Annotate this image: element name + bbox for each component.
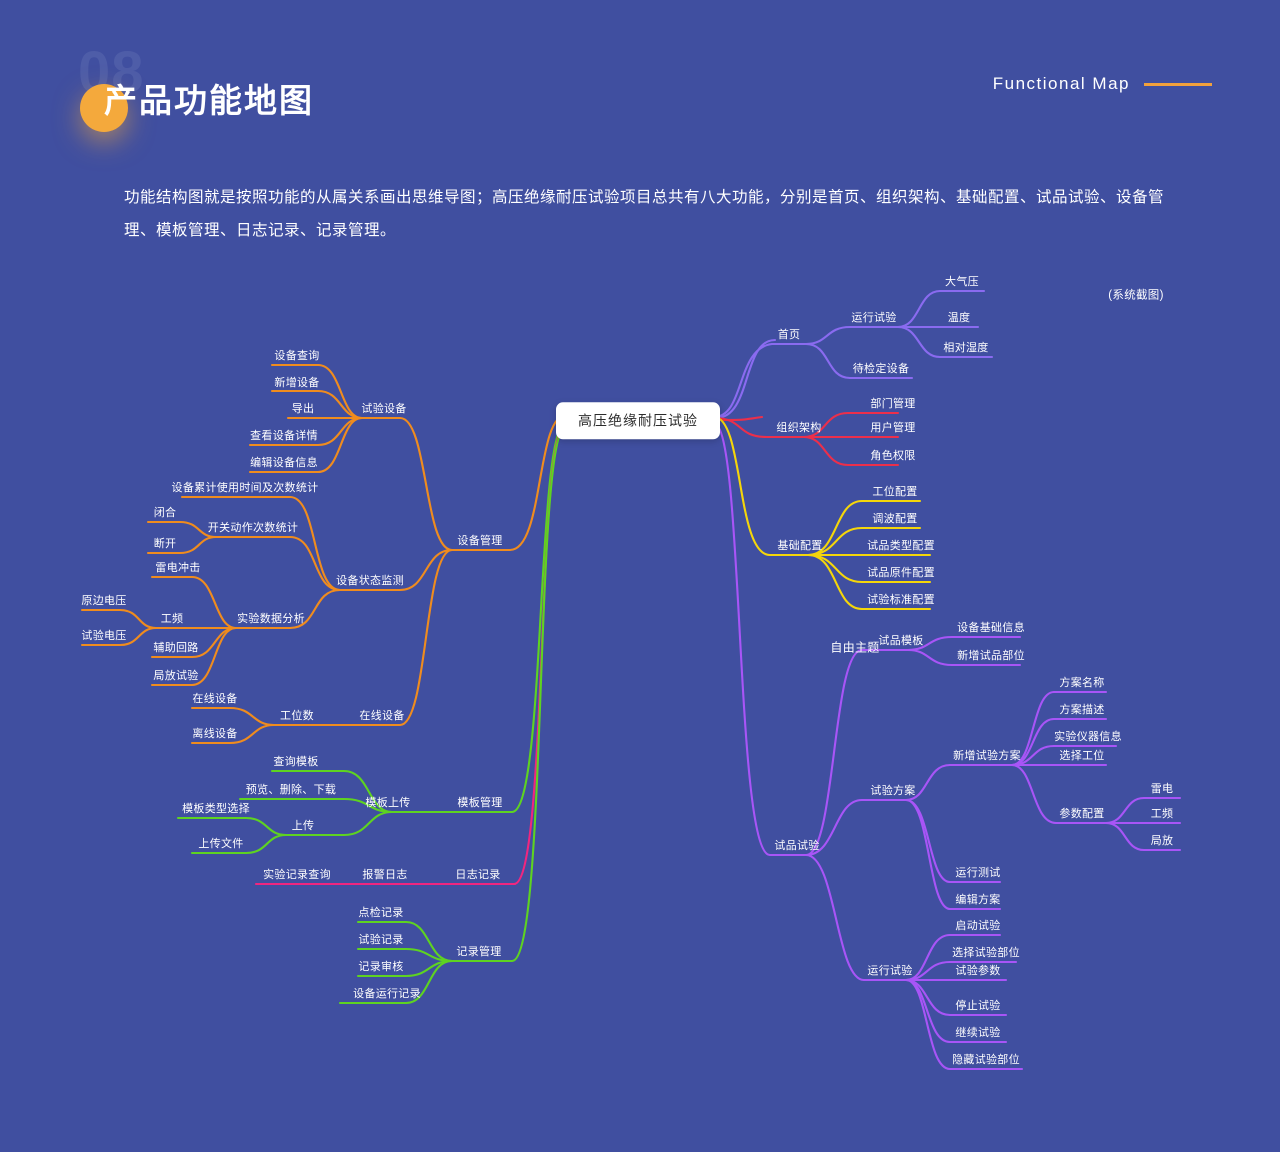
node-device-status-monitor[interactable]: 设备状态监测 — [336, 574, 404, 587]
node-home-humidity[interactable]: 相对湿度 — [943, 341, 989, 354]
node-plan-edit[interactable]: 编辑方案 — [955, 893, 1001, 906]
node-add-test-plan[interactable]: 新增试验方案 — [953, 749, 1021, 762]
node-plan-select-station[interactable]: 选择工位 — [1059, 749, 1105, 762]
node-device-add[interactable]: 新增设备 — [274, 376, 320, 389]
node-run-select-part[interactable]: 选择试验部位 — [952, 946, 1020, 959]
node-org-role[interactable]: 角色权限 — [870, 449, 916, 462]
node-add-sample-part[interactable]: 新增试品部位 — [957, 649, 1025, 662]
node-online-device[interactable]: 在线设备 — [192, 692, 238, 705]
node-record-audit[interactable]: 记录审核 — [358, 960, 404, 973]
node-device-query[interactable]: 设备查询 — [274, 349, 320, 362]
node-template-query[interactable]: 查询模板 — [273, 755, 319, 768]
node-config-test-standard[interactable]: 试验标准配置 — [867, 593, 935, 606]
node-offline-device[interactable]: 离线设备 — [192, 727, 238, 740]
mindmap-canvas: (系统截图) 自由主题 高压绝缘耐压试验 首页 运行试验 大气压 温度 相对湿度… — [0, 265, 1280, 1125]
node-inspection-record[interactable]: 点检记录 — [358, 906, 404, 919]
node-experiment-data-analysis[interactable]: 实验数据分析 — [237, 612, 305, 625]
node-home-atmosphere[interactable]: 大气压 — [945, 275, 979, 288]
node-home-temperature[interactable]: 温度 — [947, 311, 971, 324]
node-record-management[interactable]: 记录管理 — [456, 945, 502, 958]
node-device-usage-stats[interactable]: 设备累计使用时间及次数统计 — [171, 481, 319, 494]
node-org-department[interactable]: 部门管理 — [870, 397, 916, 410]
node-basic-config[interactable]: 基础配置 — [777, 539, 823, 552]
node-switch-action-stats[interactable]: 开关动作次数统计 — [207, 521, 299, 534]
node-template-upload[interactable]: 模板上传 — [365, 796, 411, 809]
node-sample-template[interactable]: 试品模板 — [878, 634, 924, 647]
node-upload-file[interactable]: 上传文件 — [198, 837, 244, 850]
node-product-test[interactable]: 试品试验 — [774, 839, 820, 852]
node-param-lightning[interactable]: 雷电 — [1150, 782, 1174, 795]
node-test-plan[interactable]: 试验方案 — [870, 784, 916, 797]
node-switch-open[interactable]: 断开 — [153, 537, 177, 550]
node-config-sample-type[interactable]: 试品类型配置 — [867, 539, 935, 552]
node-online-device-summary[interactable]: 在线设备 — [359, 709, 405, 722]
node-partial-discharge-test[interactable]: 局放试验 — [153, 669, 199, 682]
system-screenshot-note: (系统截图) — [1108, 289, 1164, 302]
node-home[interactable]: 首页 — [777, 328, 801, 341]
node-device-detail[interactable]: 查看设备详情 — [250, 429, 318, 442]
node-primary-voltage[interactable]: 原边电压 — [81, 594, 127, 607]
node-device-export[interactable]: 导出 — [291, 402, 315, 415]
node-run-parameters[interactable]: 试验参数 — [955, 964, 1001, 977]
node-analysis-power-frequency[interactable]: 工频 — [160, 612, 184, 625]
node-config-station[interactable]: 工位配置 — [872, 485, 918, 498]
free-topic-label: 自由主题 — [830, 640, 880, 655]
node-test-voltage[interactable]: 试验电压 — [81, 629, 127, 642]
node-org-user[interactable]: 用户管理 — [870, 421, 916, 434]
node-run-continue[interactable]: 继续试验 — [955, 1026, 1001, 1039]
node-run-stop[interactable]: 停止试验 — [955, 999, 1001, 1012]
node-template-management[interactable]: 模板管理 — [457, 796, 503, 809]
description-paragraph: 功能结构图就是按照功能的从属关系画出思维导图；高压绝缘耐压试验项目总共有八大功能… — [124, 189, 1165, 239]
mindmap-center-node[interactable]: 高压绝缘耐压试验 — [556, 402, 720, 440]
node-config-sample-part[interactable]: 试品原件配置 — [867, 566, 935, 579]
node-device-base-info[interactable]: 设备基础信息 — [957, 621, 1025, 634]
node-test-equipment[interactable]: 试验设备 — [361, 402, 407, 415]
node-switch-close[interactable]: 闭合 — [153, 506, 177, 519]
node-param-power-frequency[interactable]: 工频 — [1150, 807, 1174, 820]
mindmap-connectors — [80, 289, 1182, 1071]
node-home-run-test[interactable]: 运行试验 — [851, 311, 897, 324]
node-plan-description[interactable]: 方案描述 — [1059, 703, 1105, 716]
header-subtitle: Functional Map — [992, 74, 1130, 93]
node-analysis-lightning-impulse[interactable]: 雷电冲击 — [155, 561, 201, 574]
node-device-edit[interactable]: 编辑设备信息 — [250, 456, 318, 469]
node-config-wave[interactable]: 调波配置 — [872, 512, 918, 525]
node-param-partial-discharge[interactable]: 局放 — [1150, 834, 1174, 847]
node-experiment-record-query[interactable]: 实验记录查询 — [263, 868, 331, 881]
node-plan-parameter-config[interactable]: 参数配置 — [1059, 807, 1105, 820]
page-title: 产品功能地图 — [104, 82, 314, 119]
node-plan-name[interactable]: 方案名称 — [1059, 676, 1105, 689]
node-run-test[interactable]: 运行试验 — [867, 964, 913, 977]
node-station-count[interactable]: 工位数 — [280, 709, 314, 722]
node-template-type-select[interactable]: 模板类型选择 — [182, 802, 250, 815]
node-home-pending-devices[interactable]: 待检定设备 — [852, 362, 910, 375]
node-auxiliary-circuit[interactable]: 辅助回路 — [153, 641, 199, 654]
node-organization[interactable]: 组织架构 — [776, 421, 822, 434]
node-test-record[interactable]: 试验记录 — [358, 933, 404, 946]
node-device-run-record[interactable]: 设备运行记录 — [353, 987, 421, 1000]
node-log-record[interactable]: 日志记录 — [455, 868, 501, 881]
node-plan-run-test[interactable]: 运行测试 — [955, 866, 1001, 879]
node-run-start[interactable]: 启动试验 — [955, 919, 1001, 932]
node-run-hide-part[interactable]: 隐藏试验部位 — [952, 1053, 1020, 1066]
node-plan-instrument-info[interactable]: 实验仪器信息 — [1054, 730, 1122, 743]
orange-dot-decoration — [80, 84, 128, 132]
slide-header: 08 产品功能地图 Functional Map — [0, 0, 1280, 165]
node-upload[interactable]: 上传 — [291, 819, 315, 832]
node-alarm-log[interactable]: 报警日志 — [362, 868, 408, 881]
header-right-group: Functional Map — [993, 74, 1212, 94]
header-rule-decoration — [1144, 82, 1212, 86]
node-template-actions[interactable]: 预览、删除、下载 — [245, 783, 337, 796]
node-device-management[interactable]: 设备管理 — [457, 534, 503, 547]
